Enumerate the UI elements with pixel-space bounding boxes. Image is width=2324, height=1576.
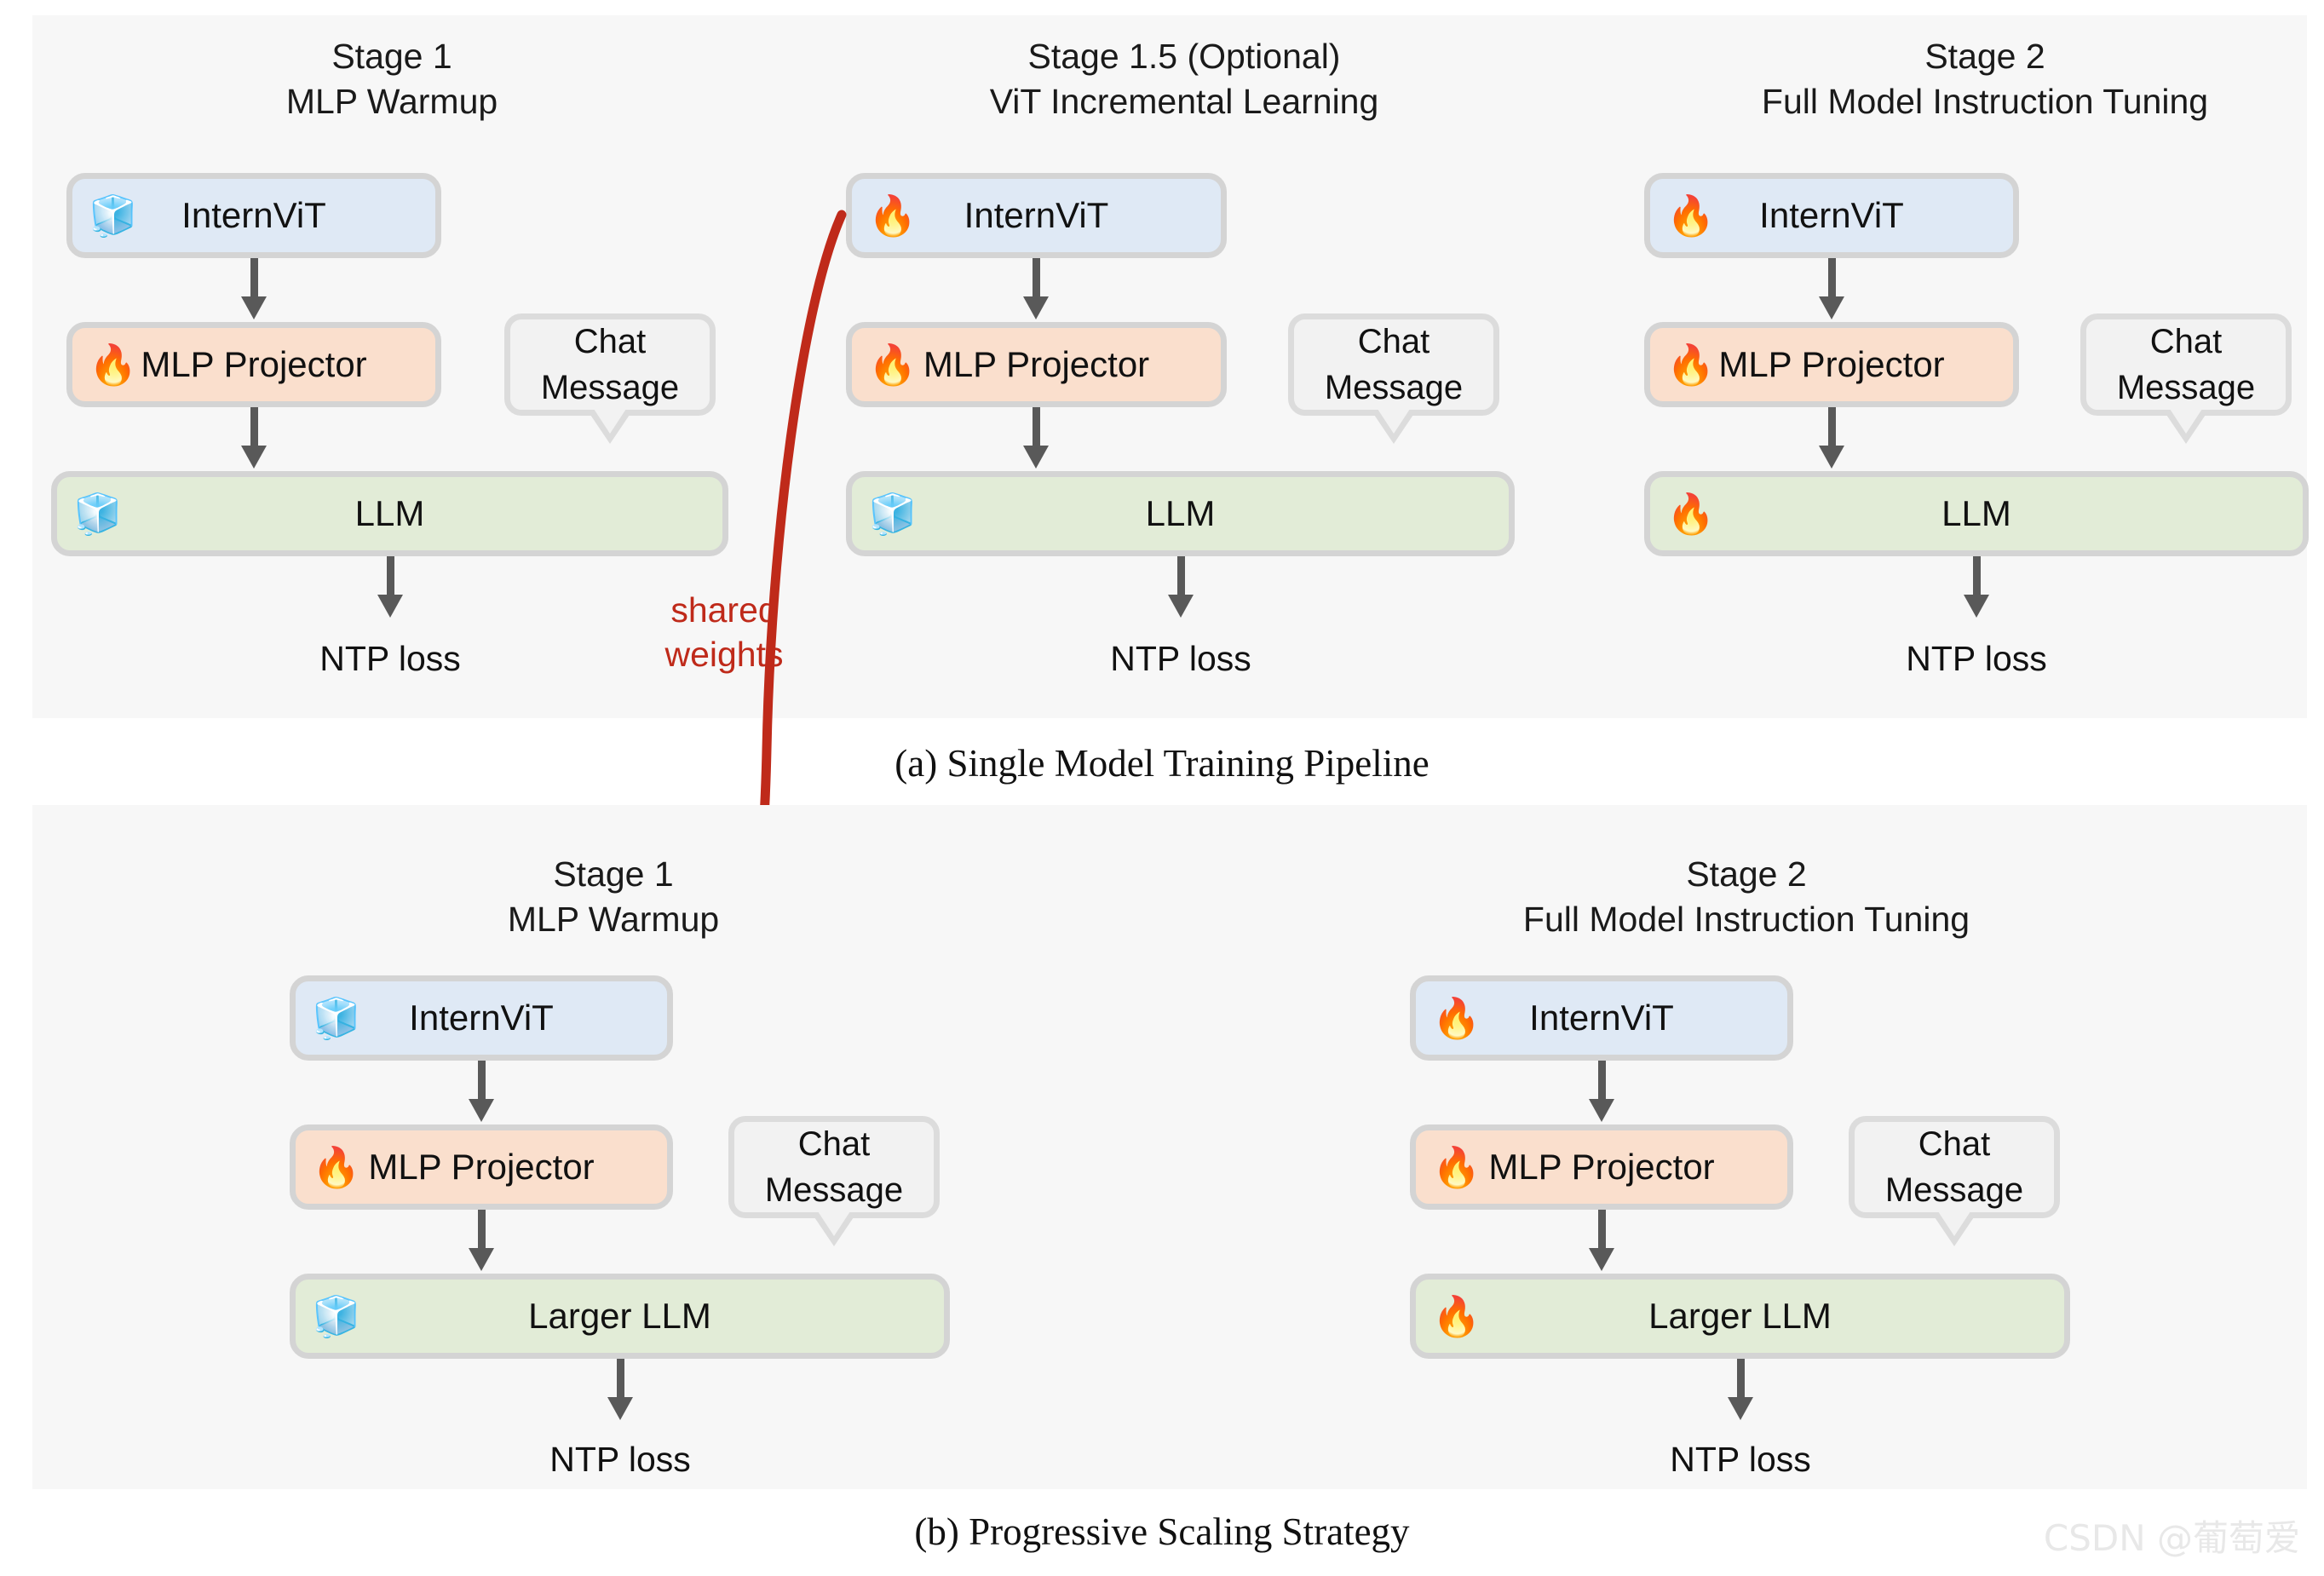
b-stage2-chat-message-bubble: Chat Message (1849, 1116, 2060, 1246)
a-stage1-ntp-loss-label: NTP loss (319, 639, 461, 678)
fire-icon: 🔥 (1432, 996, 1481, 1040)
ice-cube-icon: 🧊 (73, 492, 123, 536)
bubble-line2: Message (764, 1171, 904, 1209)
stage-heading-line1: Stage 1 (331, 37, 452, 76)
a-stage1-chat-message-bubble: Chat Message (504, 313, 716, 444)
stage-heading-line2: Full Model Instruction Tuning (1761, 82, 2209, 122)
a-stage1p5-chat-message-bubble: Chat Message (1288, 313, 1499, 444)
b-stage1-internvit-box[interactable]: 🧊 InternViT (290, 975, 673, 1061)
stage-heading-b-stage2: Stage 2 Full Model Instruction Tuning (1320, 852, 2172, 943)
bubble-tail-icon (1371, 409, 1417, 444)
box-label: LLM (1145, 493, 1216, 533)
stage-heading-line1: Stage 2 (1924, 37, 2045, 76)
fire-icon: 🔥 (868, 342, 918, 387)
b-stage2-ntp-loss-label: NTP loss (1670, 1440, 1811, 1479)
b-stage1-larger-llm-box[interactable]: 🧊 Larger LLM (290, 1274, 950, 1359)
b-stage1-chat-message-bubble: Chat Message (728, 1116, 940, 1246)
fire-icon: 🔥 (1432, 1145, 1481, 1189)
a-stage2-internvit-box[interactable]: 🔥 InternViT (1644, 173, 2019, 258)
bubble-line2: Message (1884, 1171, 2024, 1209)
bubble-line1: Chat (797, 1125, 871, 1163)
stage-heading-a-stage2: Stage 2 Full Model Instruction Tuning (1559, 34, 2324, 125)
stage-heading-line1: Stage 1 (553, 854, 674, 894)
ice-cube-icon: 🧊 (868, 492, 918, 536)
fire-icon: 🔥 (868, 193, 918, 238)
bubble-tail-icon (1931, 1211, 1977, 1246)
caption-panel-a: (a) Single Model Training Pipeline (895, 742, 1429, 785)
box-label: MLP Projector (141, 344, 367, 384)
fire-icon: 🔥 (1666, 342, 1716, 387)
box-label: LLM (1941, 493, 2011, 533)
csdn-watermark: CSDN @葡萄爱 (2043, 1517, 2300, 1559)
bubble-line2: Message (540, 369, 680, 406)
box-label: MLP Projector (1718, 344, 1945, 384)
bubble-tail-icon (587, 409, 633, 444)
box-label: Larger LLM (1648, 1296, 1832, 1336)
b-stage2-internvit-box[interactable]: 🔥 InternViT (1410, 975, 1793, 1061)
bubble-line1: Chat (573, 323, 647, 360)
fire-icon: 🔥 (1666, 492, 1716, 536)
caption-panel-b: (b) Progressive Scaling Strategy (914, 1510, 1410, 1553)
stage-heading-line1: Stage 2 (1686, 854, 1807, 894)
box-label: InternViT (409, 998, 554, 1038)
shared-weights-line1: shared (670, 590, 778, 630)
bubble-line1: Chat (1918, 1125, 1991, 1163)
a-stage2-llm-box[interactable]: 🔥 LLM (1644, 471, 2309, 556)
box-label: InternViT (1529, 998, 1674, 1038)
stage-heading-a-stage1: Stage 1 MLP Warmup (51, 34, 733, 125)
bubble-line2: Message (2116, 369, 2256, 406)
a-stage1p5-mlp-projector-box[interactable]: 🔥 MLP Projector (846, 322, 1227, 407)
a-stage2-chat-message-bubble: Chat Message (2080, 313, 2292, 444)
box-label: InternViT (181, 195, 326, 235)
a-stage1p5-ntp-loss-label: NTP loss (1110, 639, 1251, 678)
fire-icon: 🔥 (1666, 193, 1716, 238)
bubble-line1: Chat (1357, 323, 1430, 360)
stage-heading-a-stage1p5: Stage 1.5 (Optional) ViT Incremental Lea… (818, 34, 1550, 125)
shared-weights-line2: weights (664, 635, 784, 675)
a-stage1-llm-box[interactable]: 🧊 LLM (51, 471, 728, 556)
a-stage2-ntp-loss-label: NTP loss (1906, 639, 2047, 678)
box-label: MLP Projector (1488, 1147, 1715, 1187)
shared-weights-label: shared weights (635, 588, 814, 677)
stage-heading-b-stage1: Stage 1 MLP Warmup (273, 852, 954, 943)
b-stage1-mlp-projector-box[interactable]: 🔥 MLP Projector (290, 1124, 673, 1210)
a-stage1-internvit-box[interactable]: 🧊 InternViT (66, 173, 441, 258)
box-label: InternViT (1759, 195, 1904, 235)
a-stage1p5-internvit-box[interactable]: 🔥 InternViT (846, 173, 1227, 258)
box-label: MLP Projector (368, 1147, 595, 1187)
box-label: MLP Projector (923, 344, 1150, 384)
box-label: InternViT (964, 195, 1109, 235)
box-label: LLM (354, 493, 425, 533)
ice-cube-icon: 🧊 (312, 1294, 361, 1338)
fire-icon: 🔥 (312, 1145, 361, 1189)
bubble-tail-icon (2163, 409, 2209, 444)
stage-heading-line2: ViT Incremental Learning (989, 82, 1379, 122)
stage-heading-line2: MLP Warmup (507, 900, 720, 940)
a-stage2-mlp-projector-box[interactable]: 🔥 MLP Projector (1644, 322, 2019, 407)
box-label: Larger LLM (528, 1296, 711, 1336)
ice-cube-icon: 🧊 (312, 996, 361, 1040)
bubble-line1: Chat (2149, 323, 2223, 360)
stage-heading-line2: MLP Warmup (285, 82, 498, 122)
stage-heading-line2: Full Model Instruction Tuning (1522, 900, 1970, 940)
bubble-tail-icon (811, 1211, 857, 1246)
b-stage2-larger-llm-box[interactable]: 🔥 Larger LLM (1410, 1274, 2070, 1359)
a-stage1p5-llm-box[interactable]: 🧊 LLM (846, 471, 1515, 556)
bubble-line2: Message (1324, 369, 1464, 406)
b-stage1-ntp-loss-label: NTP loss (549, 1440, 691, 1479)
a-stage1-mlp-projector-box[interactable]: 🔥 MLP Projector (66, 322, 441, 407)
fire-icon: 🔥 (89, 342, 138, 387)
b-stage2-mlp-projector-box[interactable]: 🔥 MLP Projector (1410, 1124, 1793, 1210)
fire-icon: 🔥 (1432, 1294, 1481, 1338)
stage-heading-line1: Stage 1.5 (Optional) (1027, 37, 1341, 76)
ice-cube-icon: 🧊 (89, 193, 138, 238)
